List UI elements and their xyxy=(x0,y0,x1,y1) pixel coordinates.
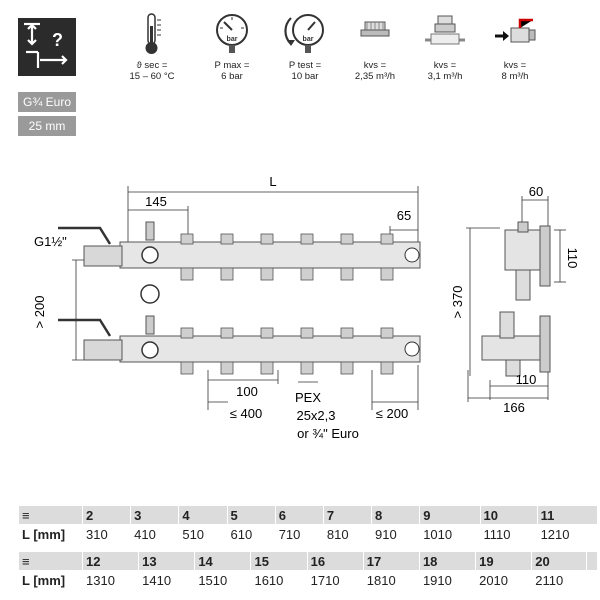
gauge-unit-label: bar xyxy=(227,36,238,43)
length-value-cell: 1710 xyxy=(306,570,364,590)
length-value-cell: 1910 xyxy=(418,570,477,590)
pressure-gauge-icon: bar xyxy=(216,14,248,53)
thread-tag: G¾ Euro xyxy=(18,92,76,112)
outlet-count-cell: 20 xyxy=(531,551,587,571)
spec-test-pressure-text: P test = 10 bar xyxy=(288,60,322,82)
pex-alt: or ¾" Euro xyxy=(297,426,359,441)
outlet-count-cell: 18 xyxy=(418,551,477,571)
dim-166: 166 xyxy=(503,400,525,415)
spec-kvs-ball: kvs = 8 m³/h xyxy=(480,12,550,82)
length-value-cell: 2110 xyxy=(531,570,587,590)
length-value-cell: 1510 xyxy=(194,570,252,590)
outlet-count-cell xyxy=(585,551,599,571)
gauge-unit-label: bar xyxy=(303,36,314,43)
length-value-cell: 810 xyxy=(322,524,373,544)
dim-60: 60 xyxy=(529,184,543,199)
spec-temperature-text: ϑ sec = 15 – 60 °C xyxy=(129,60,175,82)
length-value-cell: 510 xyxy=(178,524,228,544)
dim-L: L xyxy=(269,174,276,189)
outlet-count-cell: 10 xyxy=(479,505,538,525)
pex-label: PEX xyxy=(295,390,321,405)
length-value-cell: 1410 xyxy=(138,570,196,590)
dim-110a: 110 xyxy=(565,248,580,269)
flow-valve-icon xyxy=(425,15,465,45)
outlet-count-cell: 8 xyxy=(371,505,421,525)
outlet-count-cell: 4 xyxy=(178,505,228,525)
outlet-count-cell: 3 xyxy=(130,505,180,525)
dim-145: 145 xyxy=(145,194,167,209)
thermometer-icon xyxy=(145,13,161,54)
spec-kvs-insert-text: kvs = 2,35 m³/h xyxy=(354,60,396,82)
spec-max-pressure: bar P max = 6 bar xyxy=(197,12,267,82)
test-pressure-icon: bar xyxy=(284,14,324,53)
spec-kvs-flow: kvs = 3,1 m³/h xyxy=(410,12,480,82)
dim-200: > 200 xyxy=(32,296,47,329)
length-value-cell: 1110 xyxy=(479,524,538,544)
outlet-count-cell: 9 xyxy=(419,505,481,525)
length-label: L [mm] xyxy=(18,524,83,544)
svg-text:?: ? xyxy=(52,30,63,50)
length-label: L [mm] xyxy=(18,570,83,590)
spec-test-pressure: bar P test = 10 bar xyxy=(270,12,340,82)
length-value-cell: 310 xyxy=(81,524,132,544)
spec-temperature: ϑ sec = 15 – 60 °C xyxy=(117,12,187,82)
length-value-cell: 2010 xyxy=(475,570,533,590)
spec-kvs-flow-text: kvs = 3,1 m³/h xyxy=(427,60,463,82)
length-value-cell: 710 xyxy=(274,524,324,544)
length-value-cell: 1810 xyxy=(362,570,420,590)
dimension-question-icon: ? xyxy=(18,18,76,76)
length-value-cell: 1310 xyxy=(81,570,140,590)
size-tag: 25 mm xyxy=(18,116,76,136)
length-value-cell xyxy=(585,570,599,590)
outlet-count-cell: 6 xyxy=(274,505,324,525)
length-value-cell: 610 xyxy=(226,524,276,544)
dim-thread: G1½" xyxy=(34,234,67,249)
length-value-cell: 1010 xyxy=(419,524,481,544)
manifold-drawing: L 145 65 G1½" > 200 100 ≤ 400 PEX 25x2,3… xyxy=(32,174,580,441)
outlets-icon: ≡ xyxy=(18,551,83,571)
outlet-count-cell: 5 xyxy=(226,505,276,525)
outlet-count-cell: 17 xyxy=(362,551,420,571)
valve-insert-icon xyxy=(360,21,390,37)
length-value-cell: 910 xyxy=(371,524,421,544)
dim-400: ≤ 400 xyxy=(230,406,262,421)
dim-100: 100 xyxy=(236,384,258,399)
outlet-count-cell: 12 xyxy=(81,551,140,571)
length-value-cell: 1210 xyxy=(536,524,599,544)
dim-65: 65 xyxy=(397,208,411,223)
length-value-cell: 1610 xyxy=(250,570,308,590)
dim-200b: ≤ 200 xyxy=(376,406,408,421)
outlet-count-cell: 13 xyxy=(138,551,196,571)
spec-kvs-ball-text: kvs = 8 m³/h xyxy=(501,60,529,82)
dim-370: > 370 xyxy=(450,286,465,319)
dim-110b: 110 xyxy=(516,372,537,387)
length-value-cell: 410 xyxy=(130,524,180,544)
outlet-count-cell: 7 xyxy=(322,505,373,525)
spec-kvs-insert: kvs = 2,35 m³/h xyxy=(340,12,410,82)
spec-max-pressure-text: P max = 6 bar xyxy=(214,60,250,82)
outlets-icon: ≡ xyxy=(18,505,83,525)
outlet-count-cell: 19 xyxy=(475,551,533,571)
outlet-count-cell: 16 xyxy=(306,551,364,571)
outlet-count-cell: 15 xyxy=(250,551,308,571)
pex-size: 25x2,3 xyxy=(296,408,335,423)
ball-valve-icon xyxy=(495,18,536,43)
outlet-count-cell: 2 xyxy=(81,505,132,525)
outlet-count-cell: 14 xyxy=(194,551,252,571)
outlet-count-cell: 11 xyxy=(536,505,599,525)
